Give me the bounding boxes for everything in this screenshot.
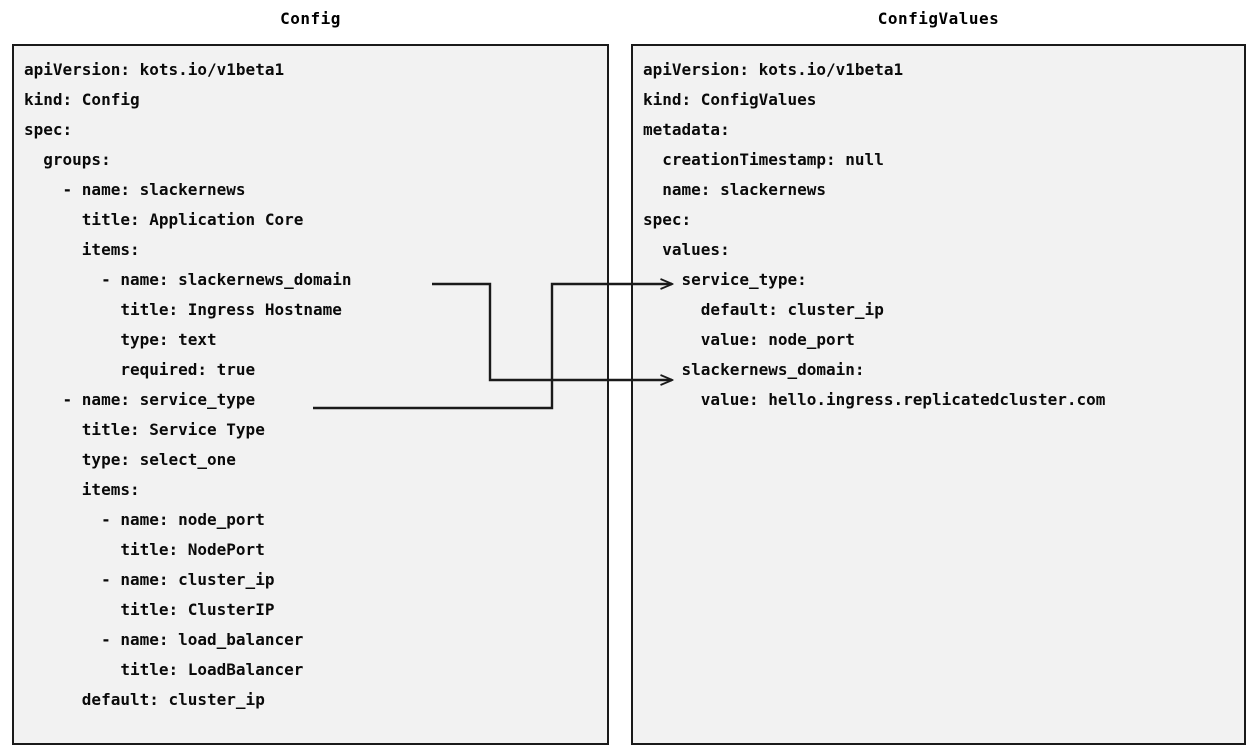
config-yaml-line: - name: slackernews — [24, 180, 246, 199]
panel-title-config: Config — [280, 9, 341, 28]
configvalues-yaml-line: name: slackernews — [643, 180, 827, 199]
configvalues-yaml-line: slackernews_domain: — [643, 360, 865, 379]
panel-title-configvalues: ConfigValues — [877, 9, 1000, 28]
config-yaml-line: title: LoadBalancer — [24, 660, 304, 679]
config-yaml-line: items: — [24, 240, 140, 259]
configvalues-yaml-line: value: hello.ingress.replicatedcluster.c… — [643, 390, 1106, 409]
config-yaml-line: title: Application Core — [24, 210, 304, 229]
configvalues-yaml-code: apiVersion: kots.io/v1beta1 kind: ConfigV… — [633, 46, 1105, 415]
config-yaml-line: title: ClusterIP — [24, 600, 275, 619]
config-yaml-line: title: Ingress Hostname — [24, 300, 342, 319]
config-yaml-line: items: — [24, 480, 140, 499]
config-yaml-line: default: cluster_ip — [24, 690, 265, 709]
configvalues-yaml-line: creationTimestamp: null — [643, 150, 884, 169]
configvalues-yaml-line: value: node_port — [643, 330, 855, 349]
config-yaml-line: - name: node_port — [24, 510, 265, 529]
configvalues-yaml-line: values: — [643, 240, 730, 259]
config-yaml-line: title: NodePort — [24, 540, 265, 559]
config-yaml-line: - name: service_type — [24, 390, 256, 409]
config-yaml-code: apiVersion: kots.io/v1beta1 kind: Config s… — [14, 46, 352, 715]
configvalues-yaml-line: metadata: — [643, 120, 730, 139]
configvalues-yaml-line: apiVersion: kots.io/v1beta1 — [643, 60, 904, 79]
config-yaml-line: type: text — [24, 330, 217, 349]
config-yaml-line: title: Service Type — [24, 420, 265, 439]
config-yaml-line: kind: Config — [24, 90, 140, 109]
configvalues-panel: apiVersion: kots.io/v1beta1 kind: ConfigV… — [631, 44, 1246, 745]
configvalues-yaml-line: kind: ConfigValues — [643, 90, 817, 109]
config-panel: apiVersion: kots.io/v1beta1 kind: Config s… — [12, 44, 609, 745]
configvalues-yaml-line: spec: — [643, 210, 692, 229]
config-yaml-line: type: select_one — [24, 450, 236, 469]
config-yaml-line: required: true — [24, 360, 256, 379]
configvalues-yaml-line: service_type: — [643, 270, 807, 289]
config-yaml-line: - name: slackernews_domain — [24, 270, 352, 289]
config-yaml-line: - name: cluster_ip — [24, 570, 275, 589]
config-yaml-line: spec: — [24, 120, 73, 139]
configvalues-yaml-line: default: cluster_ip — [643, 300, 884, 319]
config-yaml-line: - name: load_balancer — [24, 630, 304, 649]
config-yaml-line: groups: — [24, 150, 111, 169]
config-yaml-line: apiVersion: kots.io/v1beta1 — [24, 60, 285, 79]
